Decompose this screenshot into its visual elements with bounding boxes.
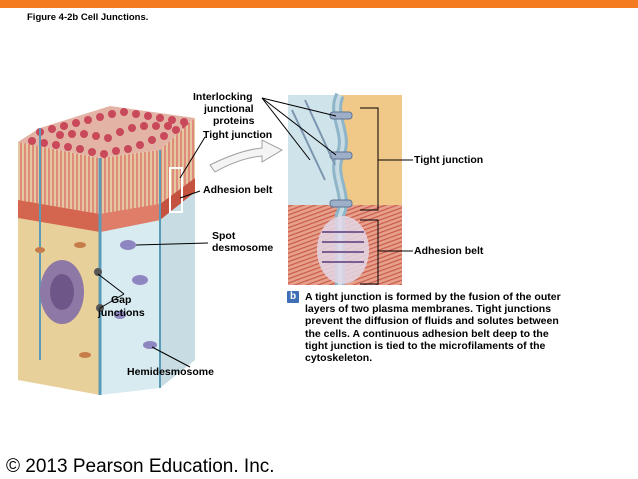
label-hemidesmosome: Hemidesmosome: [127, 366, 214, 378]
microvilli-side: [100, 150, 160, 214]
label-adhesion-belt-right: Adhesion belt: [414, 245, 484, 257]
caption-line: layers of two plasma membranes. Tight ju…: [305, 303, 552, 316]
top-accent-bar: [0, 0, 638, 8]
enlarged-junction-view: [288, 92, 402, 285]
highlight-box: [169, 167, 183, 213]
label-spot-desmosome-line1: Spot: [212, 230, 236, 242]
figure-caption: A tight junction is formed by the fusion…: [305, 291, 620, 364]
caption-line: tight junction is tied to the microfilam…: [305, 339, 546, 352]
leader-lines: [97, 97, 413, 368]
copyright-notice: © 2013 Pearson Education. Inc.: [6, 456, 275, 477]
adhesion-belt-plaque: [317, 216, 369, 284]
panel-badge: b: [287, 291, 299, 303]
microvilli-tips: [28, 108, 190, 158]
figure-title: Figure 4-2b Cell Junctions.: [27, 12, 149, 23]
microvilli-right-face: [160, 118, 195, 204]
caption-line: prevent the diffusion of fluids and solu…: [305, 315, 559, 328]
spot-desmosome: [120, 240, 136, 250]
label-interlocking-line2: junctional: [204, 103, 254, 115]
label-gap-junctions-line1: Gap: [111, 294, 132, 306]
junction-proteins: [329, 111, 353, 208]
epithelial-block: [18, 106, 195, 395]
adhesion-band-front: [18, 200, 100, 232]
label-interlocking-line1: Interlocking: [193, 91, 253, 103]
zoom-arrow: [209, 139, 284, 173]
caption-line: the cells. A continuous adhesion belt de…: [305, 327, 549, 340]
apical-surface: [18, 106, 195, 158]
microvilli-front: [18, 142, 100, 214]
label-gap-junctions-line2: junctions: [98, 307, 145, 319]
gap-junction: [94, 268, 102, 276]
label-tight-junction-right: Tight junction: [414, 154, 484, 166]
hemidesmosome-dot: [143, 341, 157, 349]
label-tight-junction-left: Tight junction: [203, 129, 273, 141]
label-adhesion-belt-left: Adhesion belt: [203, 184, 273, 196]
caption-line: A tight junction is formed by the fusion…: [305, 291, 561, 303]
caption-line: cytoskeleton.: [305, 352, 373, 365]
label-interlocking-line3: proteins: [213, 115, 255, 127]
label-spot-desmosome-line2: desmosome: [212, 242, 274, 254]
